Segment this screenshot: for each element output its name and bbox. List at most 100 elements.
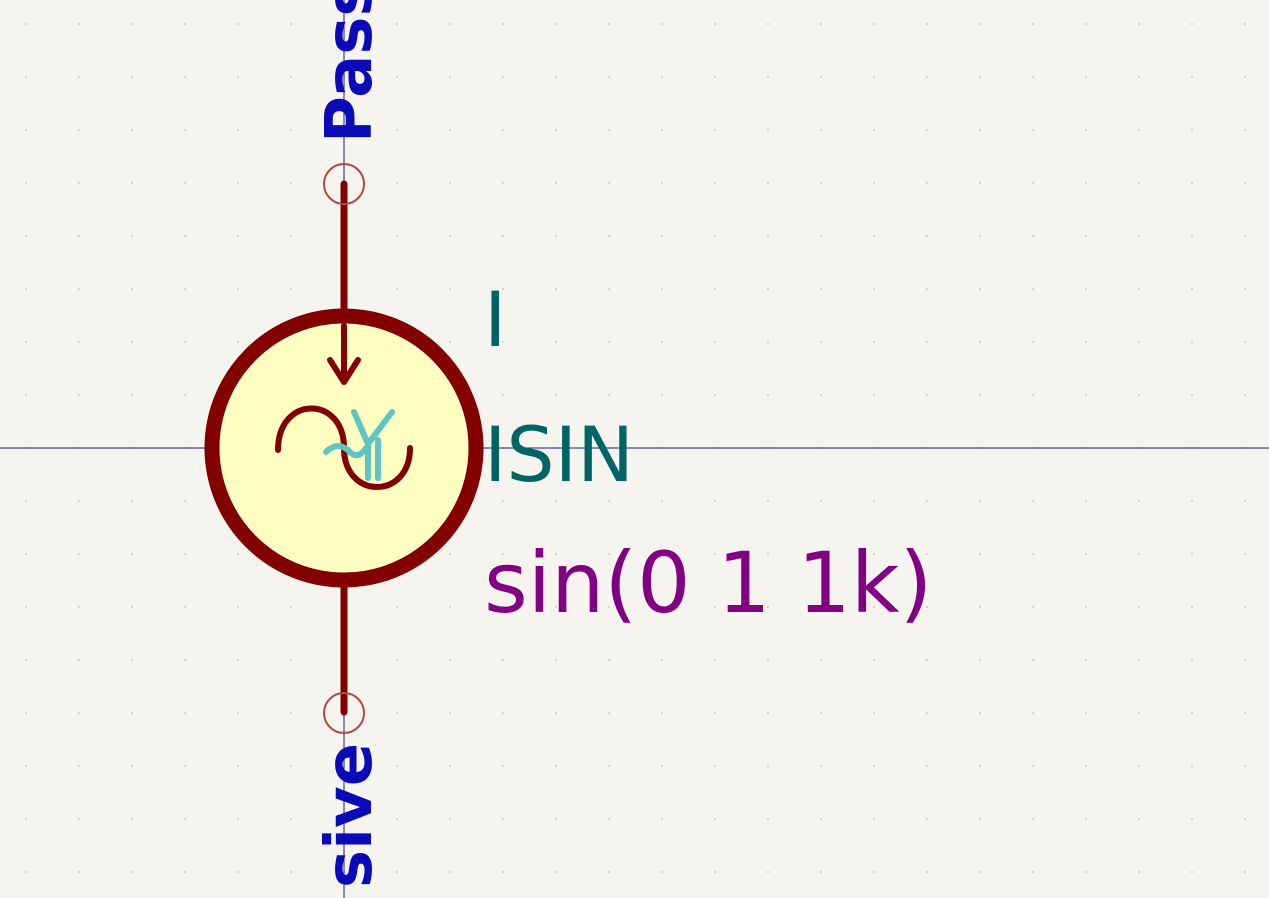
reference-designator[interactable]: I <box>484 275 506 364</box>
grid-dot <box>502 659 504 661</box>
grid-dot <box>608 871 610 873</box>
grid-dot <box>926 76 928 78</box>
grid-dot <box>449 553 451 555</box>
pin-bottom-connection-point[interactable] <box>323 692 365 734</box>
current-source-symbol[interactable] <box>204 163 484 734</box>
grid-dot <box>184 76 186 78</box>
grid-dot <box>184 288 186 290</box>
grid-dot <box>1191 712 1193 714</box>
grid-dot <box>184 606 186 608</box>
grid-dot <box>449 288 451 290</box>
grid-dot <box>131 23 133 25</box>
grid-dot <box>1138 659 1140 661</box>
grid-dot <box>555 341 557 343</box>
grid-dot <box>184 182 186 184</box>
grid-dot <box>926 818 928 820</box>
grid-dot <box>25 341 27 343</box>
grid-dot <box>78 182 80 184</box>
grid-dot <box>1138 23 1140 25</box>
grid-dot <box>979 288 981 290</box>
grid-dot <box>555 182 557 184</box>
grid-dot <box>1138 235 1140 237</box>
grid-dot <box>926 394 928 396</box>
grid-dot <box>131 500 133 502</box>
simulation-spec-field[interactable]: sin(0 1 1k) <box>484 534 932 632</box>
grid-dot <box>25 235 27 237</box>
grid-dot <box>873 500 875 502</box>
grid-dot <box>502 712 504 714</box>
grid-dot <box>1032 659 1034 661</box>
grid-dot <box>78 23 80 25</box>
grid-dot <box>979 553 981 555</box>
grid-dot <box>449 341 451 343</box>
grid-dot <box>1191 182 1193 184</box>
grid-dot <box>979 341 981 343</box>
grid-dot <box>1085 500 1087 502</box>
grid-dot <box>873 288 875 290</box>
grid-dot <box>661 394 663 396</box>
grid-dot <box>926 659 928 661</box>
grid-dot <box>502 182 504 184</box>
grid-dot <box>1085 129 1087 131</box>
grid-dot <box>926 606 928 608</box>
grid-dot <box>396 76 398 78</box>
grid-dot <box>184 765 186 767</box>
grid-dot <box>820 500 822 502</box>
grid-dot <box>979 606 981 608</box>
value-field[interactable]: ISIN <box>484 410 634 499</box>
grid-dot <box>1138 553 1140 555</box>
grid-dot <box>873 23 875 25</box>
grid-dot <box>449 76 451 78</box>
grid-dot <box>555 765 557 767</box>
grid-dot <box>714 182 716 184</box>
grid-dot <box>1138 129 1140 131</box>
grid-dot <box>714 765 716 767</box>
grid-dot <box>290 659 292 661</box>
grid-dot <box>873 394 875 396</box>
grid-dot <box>184 500 186 502</box>
grid-dot <box>449 712 451 714</box>
grid-dot <box>820 394 822 396</box>
grid-dot <box>555 606 557 608</box>
grid-dot <box>555 712 557 714</box>
grid-dot <box>184 871 186 873</box>
grid-dot <box>237 235 239 237</box>
grid-dot <box>1244 871 1246 873</box>
grid-dot <box>1138 288 1140 290</box>
grid-dot <box>714 553 716 555</box>
grid-dot <box>608 182 610 184</box>
grid-dot <box>25 76 27 78</box>
grid-dot <box>979 818 981 820</box>
grid-dot <box>1032 818 1034 820</box>
grid-dot <box>1085 553 1087 555</box>
grid-dot <box>926 712 928 714</box>
pin-top-connection-point[interactable] <box>323 163 365 205</box>
grid-dot <box>926 288 928 290</box>
grid-dot <box>608 712 610 714</box>
grid-dot <box>820 341 822 343</box>
grid-dot <box>25 129 27 131</box>
grid-dot <box>237 341 239 343</box>
grid-dot <box>1138 712 1140 714</box>
grid-dot <box>873 818 875 820</box>
grid-dot <box>820 235 822 237</box>
grid-dot <box>661 182 663 184</box>
grid-dot <box>820 818 822 820</box>
grid-dot <box>1032 871 1034 873</box>
grid-dot <box>25 394 27 396</box>
grid-dot <box>1085 712 1087 714</box>
grid-dot <box>1085 659 1087 661</box>
grid-dot <box>767 129 769 131</box>
grid-dot <box>78 659 80 661</box>
grid-dot <box>131 712 133 714</box>
grid-dot <box>979 182 981 184</box>
grid-dot <box>661 500 663 502</box>
grid-dot <box>25 712 27 714</box>
grid-dot <box>237 871 239 873</box>
grid-dot <box>502 235 504 237</box>
grid-dot <box>873 765 875 767</box>
grid-dot <box>661 659 663 661</box>
grid-dot <box>1244 76 1246 78</box>
grid-dot <box>820 871 822 873</box>
